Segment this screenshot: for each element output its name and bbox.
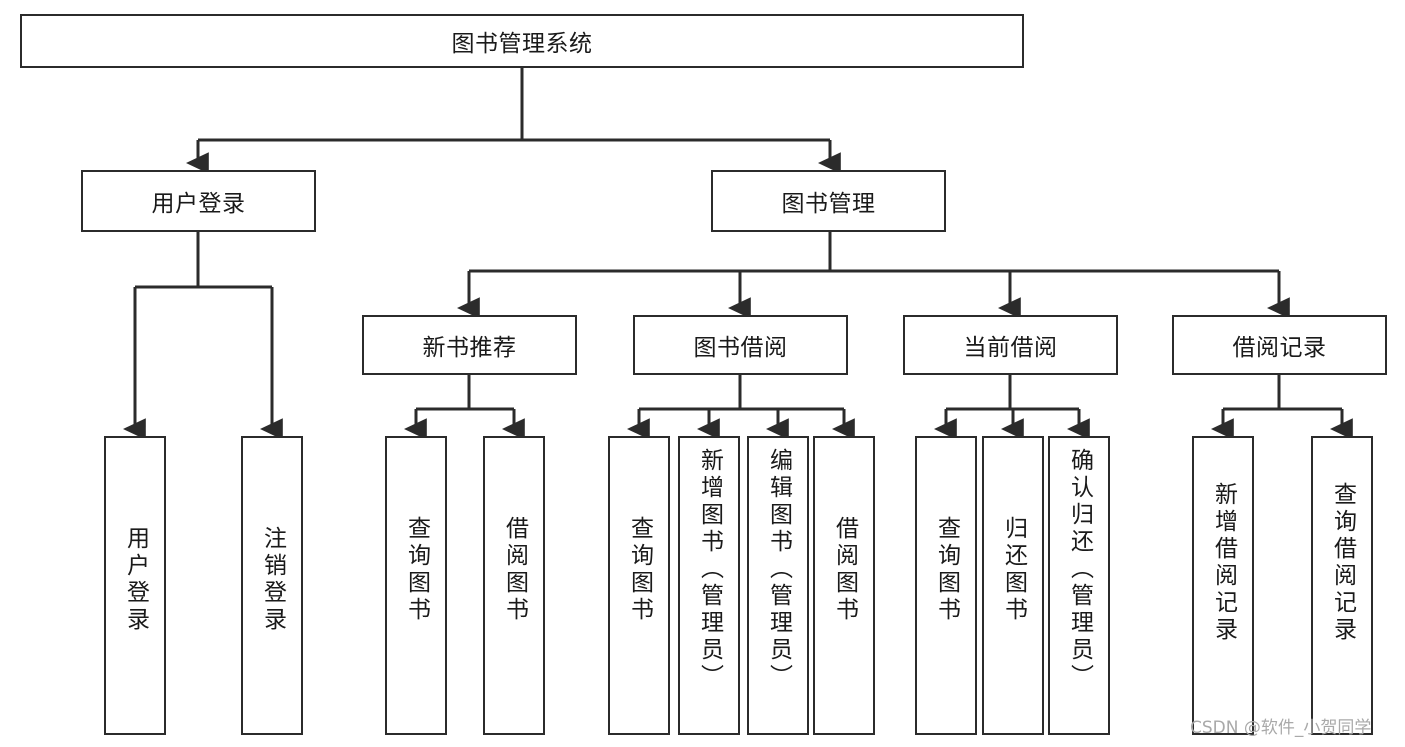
node-root-root[interactable]: 图书管理系统 — [20, 14, 1024, 68]
node-label: 借阅图书 — [831, 516, 858, 624]
node-leaf-leaf-confirm-return[interactable]: 确认归还（管理员） — [1048, 436, 1110, 735]
node-label: 图书管理 — [781, 191, 876, 217]
node-label: 查询图书 — [403, 516, 430, 624]
node-label: 查询借阅记录 — [1329, 482, 1356, 644]
node-label: 新书推荐 — [422, 335, 517, 361]
node-leaf-leaf-query-book-3[interactable]: 查询图书 — [915, 436, 977, 735]
node-leaf-leaf-borrow-book-1[interactable]: 借阅图书 — [483, 436, 545, 735]
node-label: 借阅记录 — [1232, 335, 1327, 361]
node-label: 归还图书 — [1000, 516, 1027, 624]
node-leaf-leaf-add-record[interactable]: 新增借阅记录 — [1192, 436, 1254, 735]
node-label: 图书借阅 — [693, 335, 788, 361]
node-label: 查询图书 — [933, 516, 960, 624]
node-label: 借阅图书 — [501, 516, 528, 624]
node-leaf-leaf-edit-book[interactable]: 编辑图书（管理员） — [747, 436, 809, 735]
node-level2-book-manage[interactable]: 图书管理 — [711, 170, 946, 232]
node-label: 注销登录 — [259, 526, 286, 634]
node-label: 用户登录 — [122, 526, 149, 634]
node-level3-book-borrow[interactable]: 图书借阅 — [633, 315, 848, 375]
node-label: 查询图书 — [626, 516, 653, 624]
node-leaf-leaf-query-book-1[interactable]: 查询图书 — [385, 436, 447, 735]
node-leaf-leaf-query-book-2[interactable]: 查询图书 — [608, 436, 670, 735]
node-label: 新增借阅记录 — [1210, 482, 1237, 644]
node-leaf-leaf-query-record[interactable]: 查询借阅记录 — [1311, 436, 1373, 735]
node-label: 编辑图书（管理员） — [765, 448, 792, 691]
node-label: 图书管理系统 — [451, 31, 593, 57]
node-label: 新增图书（管理员） — [696, 448, 723, 691]
node-label: 当前借阅 — [963, 335, 1058, 361]
node-leaf-leaf-return-book[interactable]: 归还图书 — [982, 436, 1044, 735]
node-leaf-leaf-logout[interactable]: 注销登录 — [241, 436, 303, 735]
node-label: 确认归还（管理员） — [1066, 448, 1093, 691]
node-leaf-leaf-add-book[interactable]: 新增图书（管理员） — [678, 436, 740, 735]
node-leaf-leaf-borrow-book-2[interactable]: 借阅图书 — [813, 436, 875, 735]
node-leaf-leaf-user-login[interactable]: 用户登录 — [104, 436, 166, 735]
node-label: 用户登录 — [151, 191, 246, 217]
node-level3-current-borrow[interactable]: 当前借阅 — [903, 315, 1118, 375]
node-level3-new-book-recommend[interactable]: 新书推荐 — [362, 315, 577, 375]
node-level2-user-login[interactable]: 用户登录 — [81, 170, 316, 232]
node-level3-borrow-record[interactable]: 借阅记录 — [1172, 315, 1387, 375]
